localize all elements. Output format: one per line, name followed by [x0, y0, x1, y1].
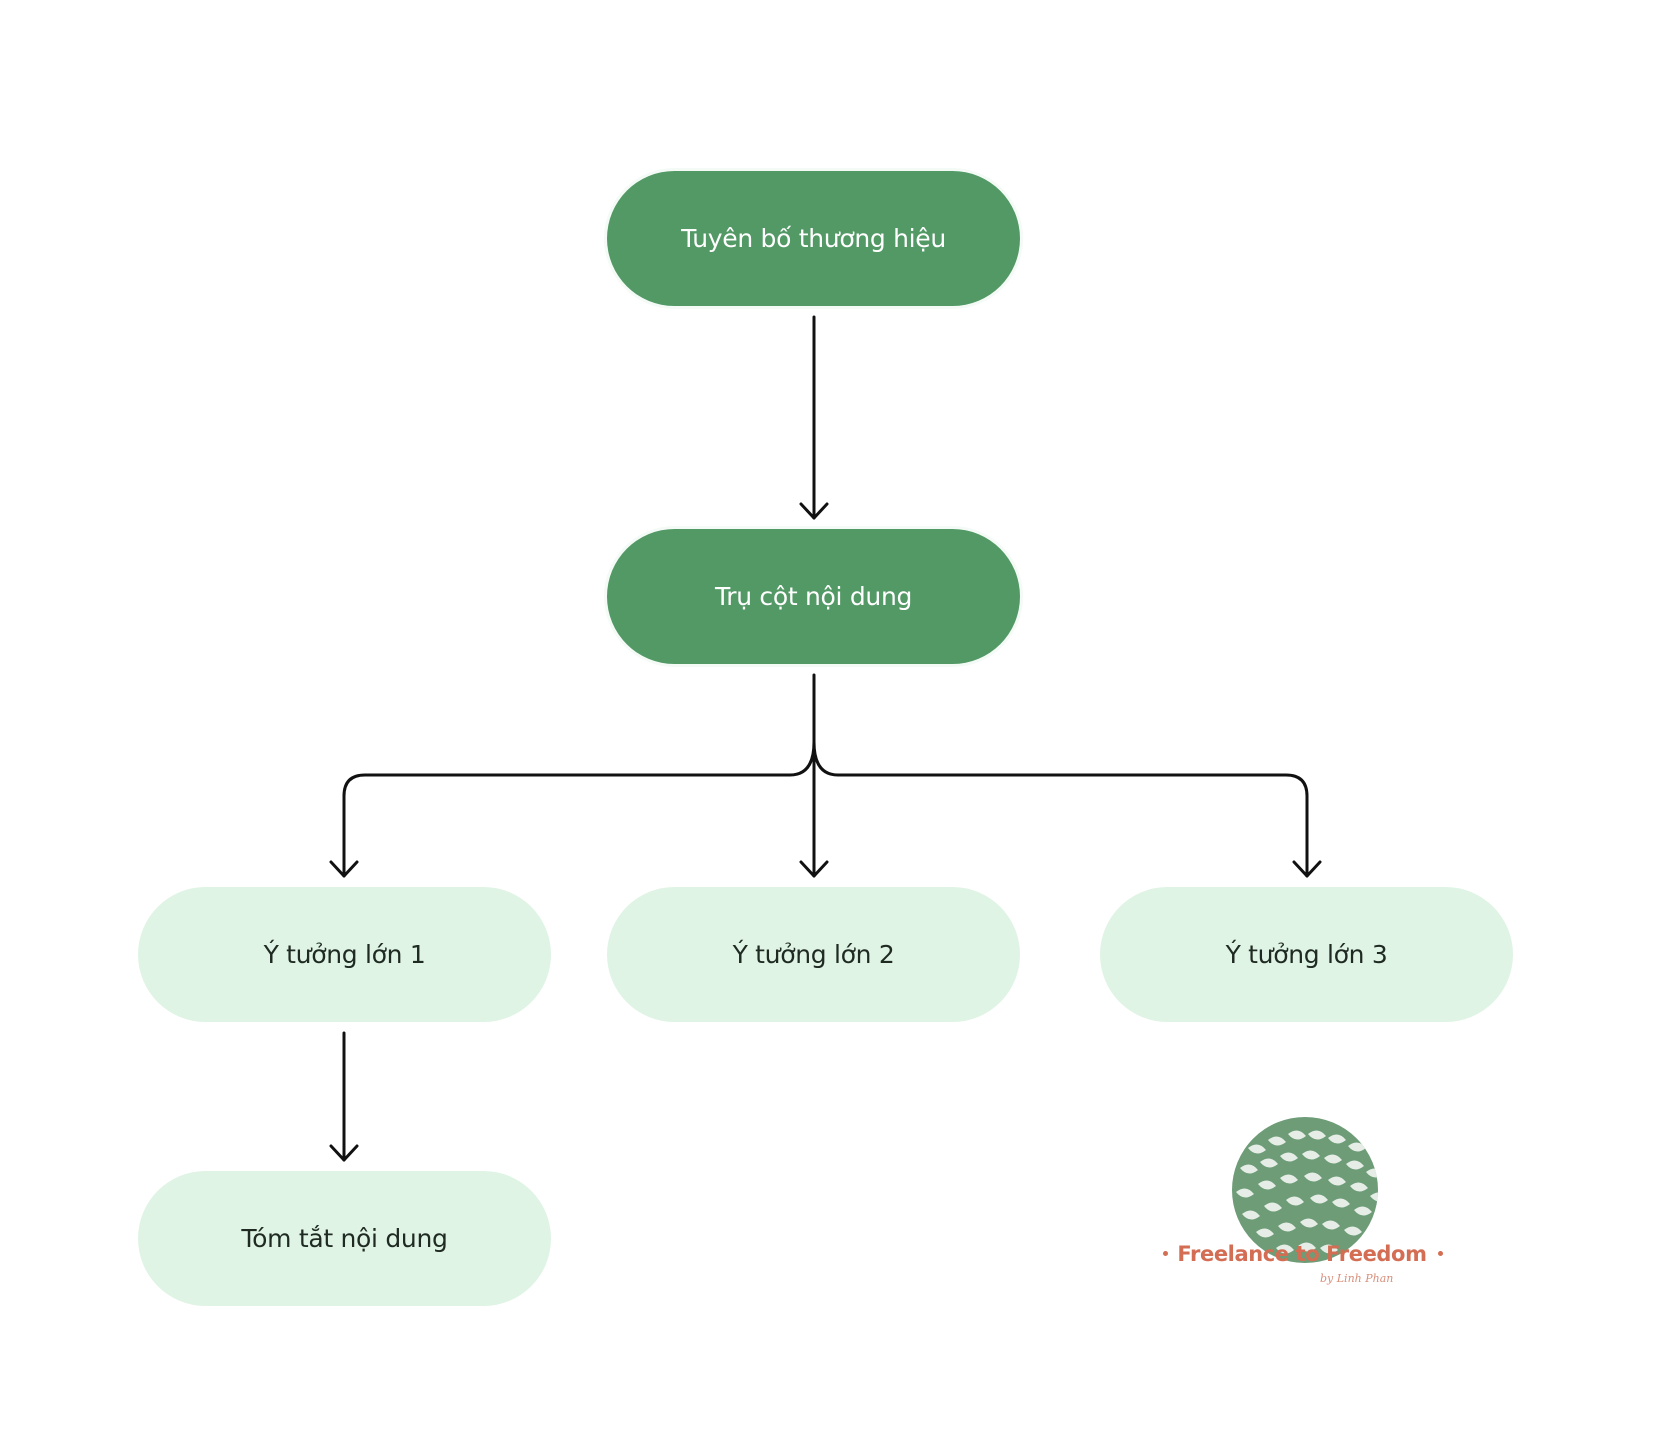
arrowhead-idea-1 — [329, 860, 359, 878]
node-big-idea-3[interactable]: Ý tưởng lớn 3 — [1100, 887, 1513, 1022]
arrowhead-summary — [329, 1144, 359, 1162]
node-big-idea-2-label: Ý tưởng lớn 2 — [732, 940, 895, 969]
arrowhead-idea-2 — [799, 860, 829, 878]
connector-pillar-to-idea-1 — [342, 740, 816, 878]
leaf-sphere-icon — [1232, 1117, 1378, 1263]
logo-dot-left — [1163, 1251, 1168, 1256]
node-brand-statement-label: Tuyên bố thương hiệu — [681, 224, 946, 253]
node-content-summary-label: Tóm tắt nội dung — [241, 1224, 448, 1253]
node-big-idea-2[interactable]: Ý tưởng lớn 2 — [607, 887, 1020, 1022]
logo-dot-right — [1438, 1251, 1443, 1256]
node-content-summary[interactable]: Tóm tắt nội dung — [138, 1171, 551, 1306]
logo-title: Freelance to Freedom — [1177, 1242, 1427, 1266]
node-content-pillar-label: Trụ cột nội dung — [714, 582, 913, 611]
node-brand-statement[interactable]: Tuyên bố thương hiệu — [607, 171, 1020, 306]
node-big-idea-1-label: Ý tưởng lớn 1 — [263, 940, 426, 969]
node-content-pillar[interactable]: Trụ cột nội dung — [607, 529, 1020, 664]
arrowhead-idea-3 — [1292, 860, 1322, 878]
logo-byline: by Linh Phan — [1320, 1272, 1394, 1285]
arrowhead-pillar — [799, 502, 829, 520]
node-big-idea-3-label: Ý tưởng lớn 3 — [1225, 940, 1388, 969]
node-big-idea-1[interactable]: Ý tưởng lớn 1 — [138, 887, 551, 1022]
connector-pillar-to-idea-3 — [812, 740, 1309, 878]
